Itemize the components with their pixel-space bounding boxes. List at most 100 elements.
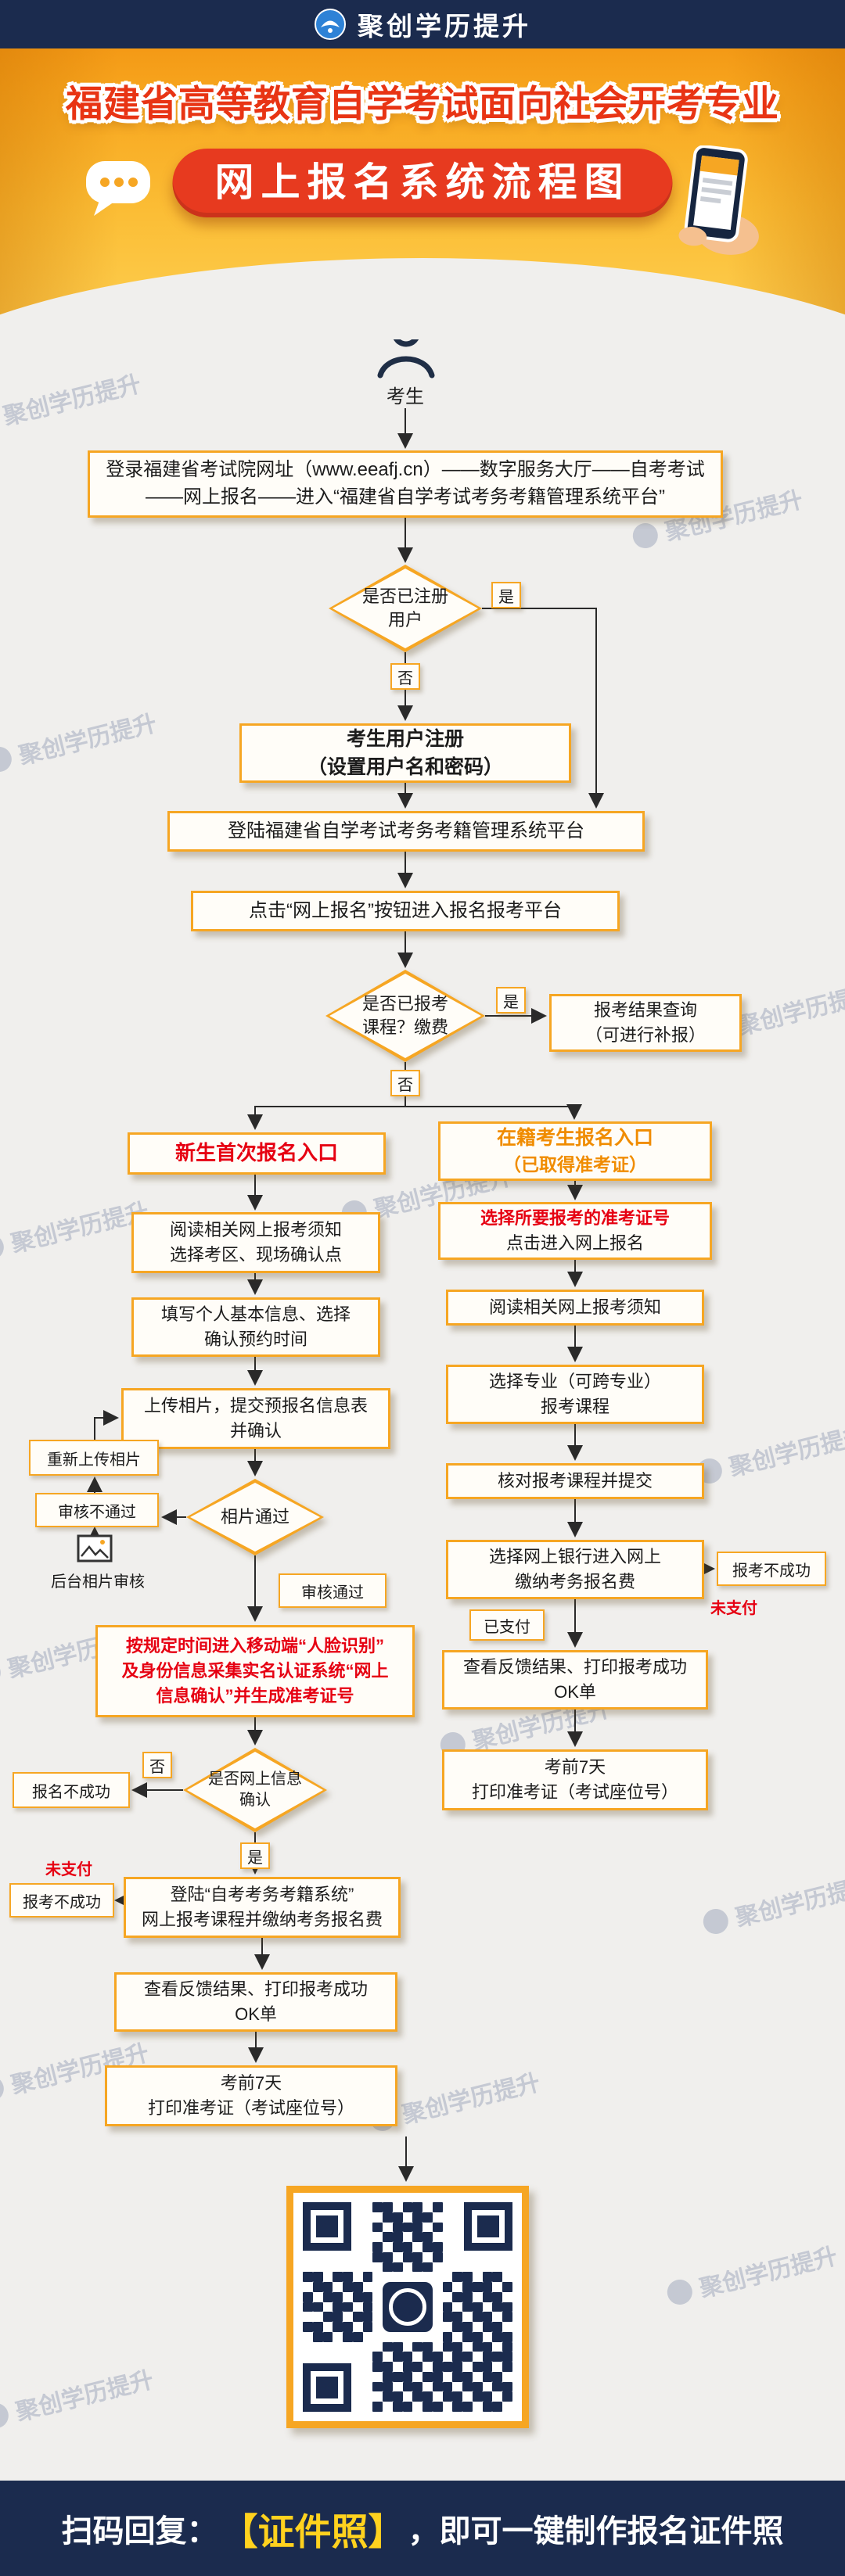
text-line: 是否已注册 [361, 587, 448, 607]
node-fill-info: 填写个人基本信息、选择 确认预约时间 [131, 1297, 380, 1357]
node-verify-courses: 核对报考课程并提交 [446, 1463, 704, 1499]
text-line: 填写个人基本信息、选择 [160, 1304, 351, 1325]
node-feedback-left: 查看反馈结果、打印报考成功 OK单 [114, 1972, 397, 2032]
decision-online-confirm: 是否网上信息确认 [183, 1748, 327, 1832]
text-line: 及身份信息采集实名认证系统“网上 [121, 1661, 389, 1681]
text-line: 确认 [239, 1792, 271, 1809]
photo-review-icon [77, 1534, 113, 1562]
text-line: 选择考区、现场确认点 [169, 1245, 342, 1265]
label-backend-review: 后台相片审核 [51, 1573, 145, 1591]
text-line: 按规定时间进入移动端“人脸识别” [125, 1636, 384, 1656]
text-line: 打印准考证（考试座位号） [471, 1782, 678, 1802]
text-line: 相片通过 [220, 1507, 289, 1527]
label-review-pass: 审核通过 [279, 1573, 387, 1608]
label-paid: 已支付 [469, 1609, 545, 1641]
text-line: （设置用户名和密码） [307, 756, 503, 778]
text-line: 考生用户注册 [346, 727, 464, 750]
node-read-notice-right: 阅读相关网上报考须知 [446, 1290, 704, 1326]
top-bar: 聚创学历提升 [0, 0, 845, 48]
text-line: 并确认 [229, 1421, 282, 1440]
text-line: 查看反馈结果、打印报考成功 [143, 1979, 368, 2000]
label-yes: 是 [496, 987, 526, 1014]
text-line: 点击“网上报名”按钮进入报名报考平台 [249, 899, 562, 921]
node-login-platform: 登陆福建省自学考试考务考籍管理系统平台 [167, 811, 645, 852]
text-line: （可进行补报） [584, 1025, 706, 1045]
footer-suffix: ，即可一键制作报名证件照 [408, 2514, 784, 2549]
label-no: 否 [390, 1070, 420, 1096]
node-feedback-right: 查看反馈结果、打印报考成功 OK单 [442, 1650, 708, 1710]
decision-photo: 相片通过 [186, 1479, 324, 1555]
label-unpaid: 未支付 [45, 1861, 92, 1878]
node-print-ticket-right: 考前7天 打印准考证（考试座位号） [442, 1749, 708, 1810]
text-line: 核对报考课程并提交 [497, 1471, 653, 1491]
chat-bubble-icon [86, 161, 150, 216]
node-realname-confirm: 按规定时间进入移动端“人脸识别” 及身份信息采集实名认证系统“网上 信息确认”并… [95, 1625, 415, 1717]
node-returning-entry: 在籍考生报名入口 （已取得准考证） [438, 1121, 712, 1181]
text-line: 登陆福建省自学考试考务考籍管理系统平台 [228, 820, 584, 841]
footer-bar: 扫码回复： 【证件照】 ，即可一键制作报名证件照 [0, 2481, 845, 2576]
text-line: 在籍考生报名入口 [496, 1127, 653, 1150]
node-select-ticket: 选择所要报考的准考证号 点击进入网上报名 [438, 1202, 712, 1260]
text-line: 阅读相关网上报考须知 [488, 1297, 661, 1318]
text-line: 网上报考课程并缴纳考务报名费 [141, 1910, 383, 1929]
label-review-fail: 审核不通过 [35, 1493, 159, 1527]
header-curve [0, 258, 845, 339]
text-line: 选择网上银行进入网上 [488, 1547, 661, 1567]
node-pay-bank: 选择网上银行进入网上 缴纳考务报名费 [446, 1540, 704, 1599]
label-no: 否 [142, 1752, 172, 1778]
node-apply-fail-right: 报考不成功 [717, 1552, 826, 1586]
footer-prefix: 扫码回复： [61, 2514, 218, 2549]
node-select-major: 选择专业（可跨专业） 报考课程 [446, 1365, 704, 1424]
text-line: OK单 [235, 2004, 277, 2024]
node-reupload-photo: 重新上传相片 [29, 1440, 159, 1476]
node-new-entry: 新生首次报名入口 [128, 1132, 386, 1175]
phone-hand-icon [678, 145, 759, 255]
text-line: 报考结果查询 [593, 1000, 697, 1021]
brand-logo-icon [315, 9, 346, 40]
node-result-query: 报考结果查询 （可进行补报） [549, 994, 742, 1052]
text-line: 选择所要报考的准考证号 [480, 1208, 670, 1229]
qr-marker [303, 2202, 351, 2251]
qr-marker [303, 2363, 351, 2412]
qr-marker [464, 2202, 512, 2251]
text-line: 点击进入网上报名 [505, 1233, 644, 1253]
node-signup-fail: 报名不成功 [13, 1772, 130, 1808]
text-line: OK单 [554, 1682, 596, 1702]
decision-applied: 是否已报考课程？缴费 [325, 970, 485, 1062]
text-line: 课程？缴费 [361, 1017, 448, 1037]
text-line: 选择专业（可跨专业） [488, 1372, 661, 1392]
node-print-ticket-left: 考前7天 打印准考证（考试座位号） [105, 2065, 397, 2126]
text-line: （已取得准考证） [503, 1154, 647, 1175]
poster-subtitle: 网上报名系统流程图 [172, 149, 673, 217]
text-line: 信息确认”并生成准考证号 [156, 1685, 354, 1706]
qr-center-logo-icon [379, 2279, 436, 2335]
node-apply-fail-left: 报考不成功 [9, 1883, 114, 1918]
footer-highlight: 【证件照】 [221, 2510, 405, 2553]
text-line: 缴纳考务报名费 [514, 1572, 635, 1591]
node-enter-platform: 点击“网上报名”按钮进入报名报考平台 [191, 891, 620, 931]
text-line: 查看反馈结果、打印报考成功 [462, 1657, 687, 1677]
text-line: ——网上报名——进入“福建省自学考试考务考籍管理系统平台” [146, 486, 665, 508]
node-read-notice-left: 阅读相关网上报考须知 选择考区、现场确认点 [131, 1212, 380, 1273]
examinee-label: 考生 [387, 386, 424, 407]
decision-registered: 是否已注册用户 [329, 565, 482, 652]
text-line: 阅读相关网上报考须知 [169, 1220, 342, 1240]
brand-name: 聚创学历提升 [358, 12, 531, 41]
label-yes: 是 [491, 582, 521, 608]
label-no: 否 [390, 663, 420, 690]
text-line: 考前7天 [220, 2073, 282, 2093]
node-pay-left: 登陆“自考考务考籍系统” 网上报考课程并缴纳考务报名费 [124, 1877, 401, 1938]
text-line: 考前7天 [544, 1757, 606, 1778]
text-line: 报考课程 [540, 1397, 609, 1416]
text-line: 登陆“自考考务考籍系统” [170, 1885, 354, 1905]
poster-title: 福建省高等教育自学考试面向社会开考专业 [66, 83, 779, 124]
label-unpaid: 未支付 [710, 1600, 757, 1617]
text-line: 用户 [387, 610, 422, 630]
qr-pattern [303, 2202, 512, 2412]
node-login-portal: 登录福建省考试院网址（www.eeafj.cn）——数字服务大厅——自考考试 —… [88, 450, 723, 518]
node-upload-photo: 上传相片，提交预报名信息表 并确认 [121, 1388, 390, 1449]
label-yes: 是 [240, 1842, 270, 1869]
text-line: 确认预约时间 [203, 1329, 307, 1349]
